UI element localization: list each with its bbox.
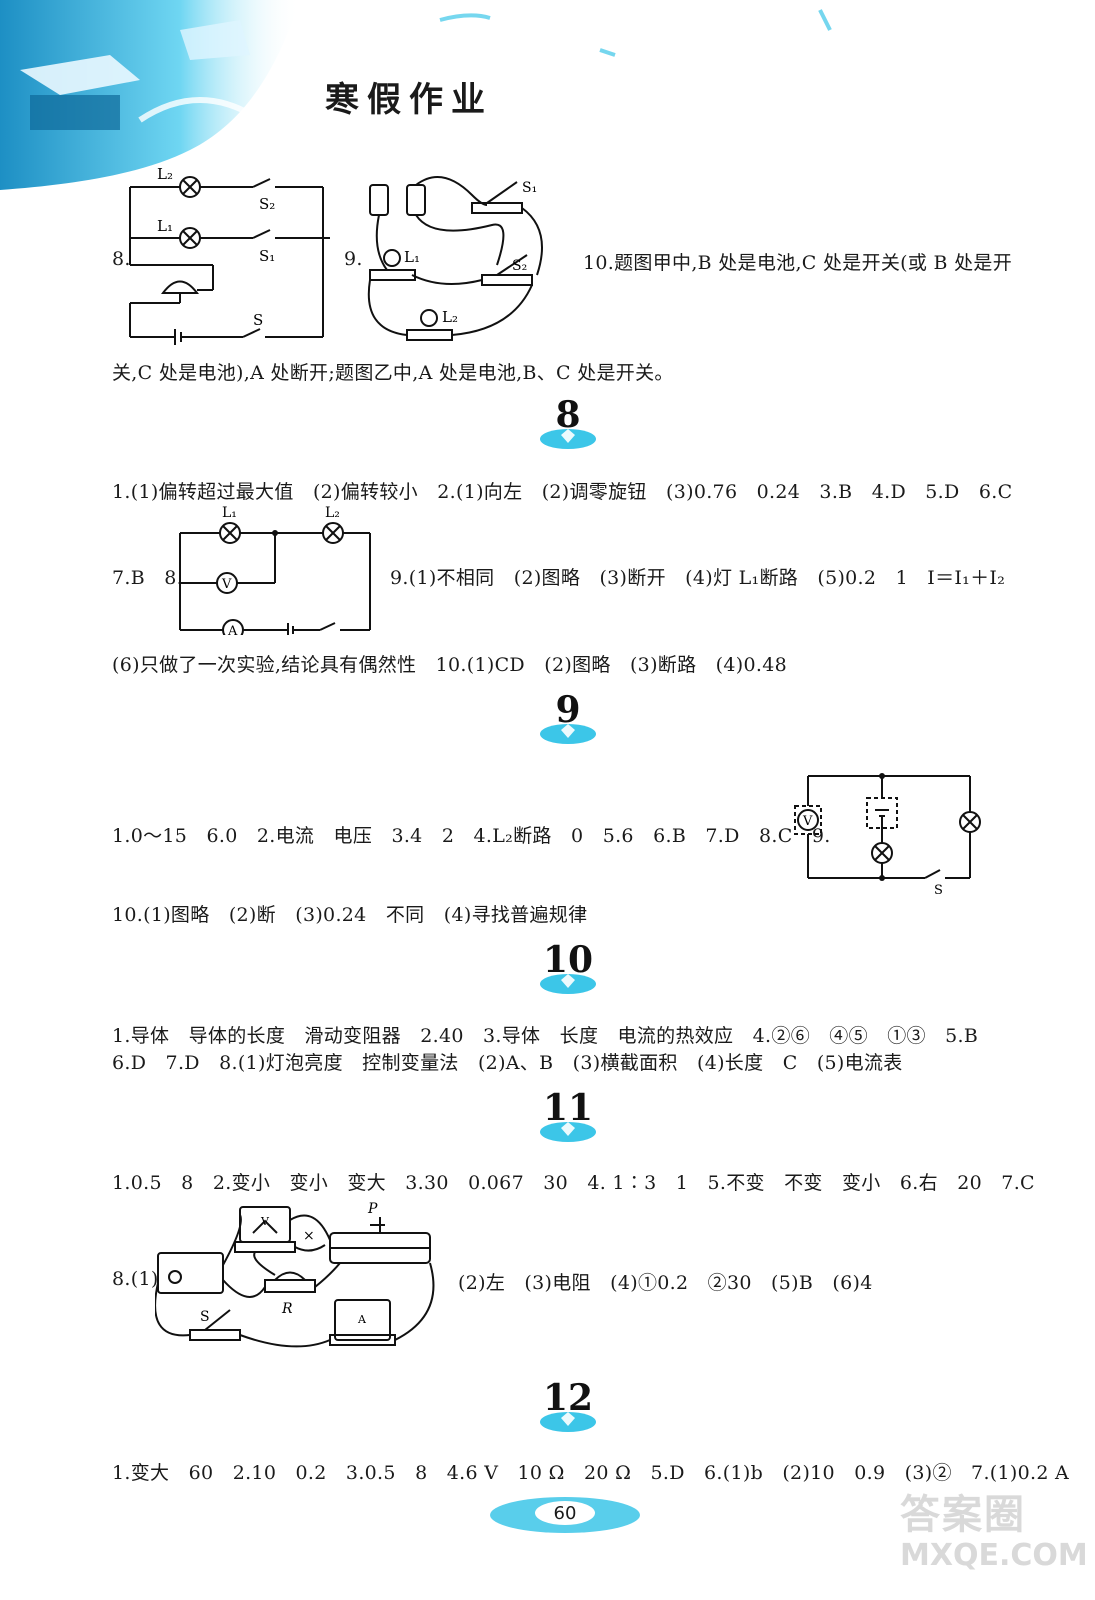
q9-number: 9. [344,248,363,270]
label-l2: L₂ [157,165,173,183]
voltmeter-symbol: V [221,577,232,592]
header-banner [0,0,832,190]
section-badge-10: 10 [533,940,603,1000]
label-s2: S₂ [512,258,527,274]
sec12-line1: 1.变大 60 2.10 0.2 3.0.5 8 4.6 V 10 Ω 20 Ω… [112,1462,1070,1484]
label-s: S [934,883,943,898]
section-number: 12 [542,1377,594,1419]
label-l1: L₁ [404,248,420,266]
header-title: 寒假作业 [325,80,493,120]
sec10-line2: 6.D 7.D 8.(1)灯泡亮度 控制变量法 (2)A、B (3)横截面积 (… [112,1052,903,1074]
sec8-line2: 7.B 8. [112,567,184,589]
voltmeter-symbol: V [260,1215,270,1228]
ammeter-symbol: A [227,624,238,635]
section-badge-8: 8 [533,395,603,455]
circuit-diagram-sec8: L₁ L₂ V A [179,505,371,635]
circuit-diagram-q8: L₂ L₁ S₂ S₁ S [129,165,330,345]
page-number: 60 [553,1503,577,1524]
label-s1: S₁ [259,247,275,265]
voltmeter-symbol: V [802,814,813,829]
label-l1: L₁ [157,217,173,235]
label-s: S [200,1309,210,1325]
sec9-line2: 10.(1)图略 (2)断 (3)0.24 不同 (4)寻找普遍规律 [112,904,588,926]
label-r: R [281,1301,293,1317]
label-l1: L₁ [222,505,237,521]
label-l2: L₂ [325,505,340,521]
physical-circuit-q9: L₁ L₂ S₁ S₂ [367,176,543,341]
ammeter-symbol: A [357,1313,367,1326]
page-number-badge [490,1497,640,1533]
label-s: S [253,311,263,329]
circuit-diagram-sec9: V S [794,773,981,898]
sec11-line2: 8.(1) [112,1268,159,1290]
section-badge-9: 9 [533,690,603,750]
watermark-url: MXQE.COM [900,1538,1088,1573]
section-number: 8 [555,394,581,436]
q10-answer-line2: 关,C 处是电池),A 处断开;题图乙中,A 处是电池,B、C 处是开关。 [112,362,674,384]
sec8-line1: 1.(1)偏转超过最大值 (2)偏转较小 2.(1)向左 (2)调零旋钮 (3)… [112,481,1013,503]
section-number: 10 [542,939,594,981]
physical-circuit-sec11: × P R S V A [155,1201,435,1348]
sec8-line4: (6)只做了一次实验,结论具有偶然性 10.(1)CD (2)图略 (3)断路 … [112,654,788,676]
sec11-line1: 1.0.5 8 2.变小 变小 变大 3.30 0.067 30 4. 1∶3 … [112,1172,1035,1194]
section-badge-11: 11 [533,1088,603,1148]
label-s2: S₂ [259,195,275,213]
sec10-line1: 1.导体 导体的长度 滑动变阻器 2.40 3.导体 长度 电流的热效应 4.②… [112,1025,979,1047]
sec9-line1: 1.0～15 6.0 2.电流 电压 3.4 2 4.L₂断路 0 5.6 6.… [112,825,831,847]
sec11-line3: (2)左 (3)电阻 (4)①0.2 ②30 (5)B (6)4 [458,1272,873,1294]
q8-number: 8. [112,248,131,270]
label-s1: S₁ [522,180,537,196]
watermark-logo: 答案圈 [900,1492,1026,1538]
label-p: P [367,1201,378,1217]
sec8-line3: 9.(1)不相同 (2)图略 (3)断开 (4)灯 L₁断路 (5)0.2 1 … [390,567,1006,589]
label-x-mark: × [303,1228,315,1244]
label-l2: L₂ [442,308,458,326]
section-badge-12: 12 [533,1378,603,1438]
section-number: 9 [555,689,581,731]
section-number: 11 [542,1087,594,1129]
q10-answer-line1: 10.题图甲中,B 处是电池,C 处是开关(或 B 处是开 [583,252,1013,274]
